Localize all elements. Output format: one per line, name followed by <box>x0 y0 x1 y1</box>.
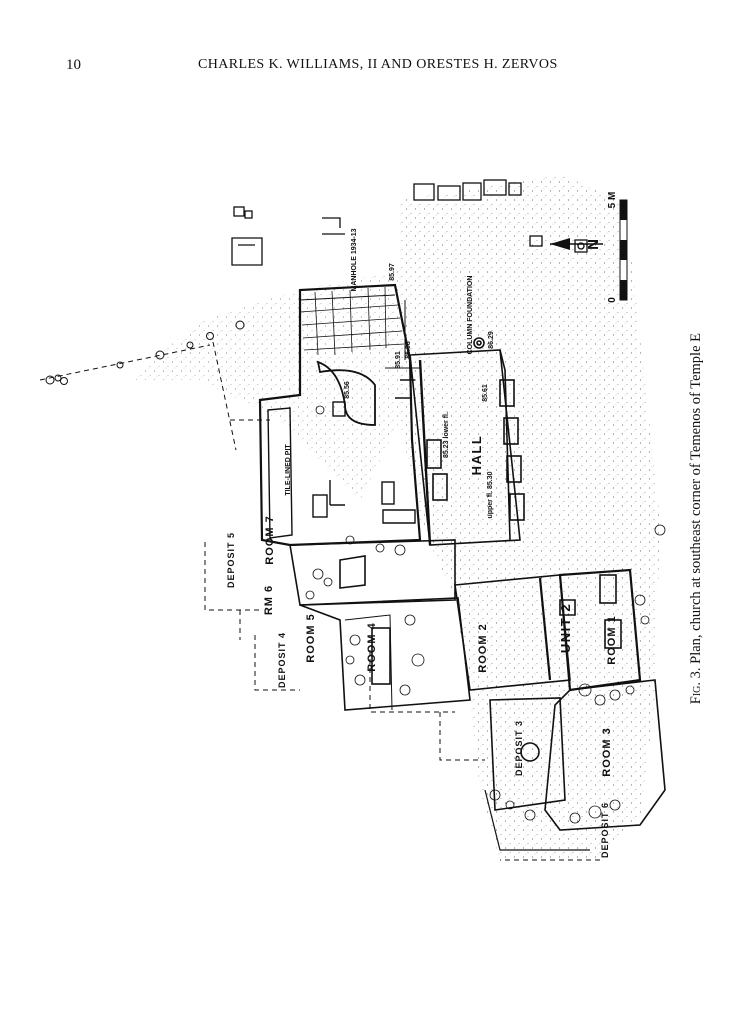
label-room-3: ROOM 3 <box>601 727 613 776</box>
label-elev-85-61: 85.61 <box>482 384 489 402</box>
wall-stones <box>305 405 666 824</box>
label-deposit-6: DEPOSIT 6 <box>600 802 610 858</box>
label-rm-6: RM 6 <box>263 585 275 615</box>
label-elev-86-29: 86.29 <box>488 331 495 349</box>
label-hall: HALL <box>469 435 484 476</box>
label-deposit-3: DEPOSIT 3 <box>514 720 524 776</box>
label-deposit-4: DEPOSIT 4 <box>277 632 287 688</box>
label-room-5: ROOM 5 <box>305 613 317 662</box>
label-room-2: ROOM 2 <box>477 623 489 672</box>
label-manhole: MANHOLE 1934-13 <box>351 228 358 291</box>
stippled-ground <box>130 175 660 860</box>
label-room-4: ROOM 4 <box>366 622 378 671</box>
label-room-7: ROOM 7 <box>264 515 276 564</box>
label-deposit-5: DEPOSIT 5 <box>226 532 236 588</box>
dashed-traces <box>39 341 600 861</box>
plan-labels: HALL ROOM 1 ROOM 2 ROOM 3 ROOM 4 ROOM 5 … <box>226 228 618 858</box>
label-room-1: ROOM 1 <box>606 615 618 664</box>
church-walls <box>258 283 422 547</box>
southern-rooms <box>289 539 666 851</box>
north-wall-fragments <box>231 179 588 266</box>
scale-five-label: 5 M <box>607 192 618 209</box>
running-head: CHARLES K. WILLIAMS, II AND ORESTES H. Z… <box>198 57 558 72</box>
label-elev-85-91: 85.91 <box>395 351 402 369</box>
label-elev-85-56: 85.56 <box>344 381 351 399</box>
north-label: N <box>585 238 602 250</box>
label-elev-86-08: 86.08 <box>405 341 412 359</box>
north-arrow: N <box>550 238 603 250</box>
scale-bar: 0 5 M <box>607 192 628 303</box>
label-unit-2: UNIT 2 <box>558 603 573 653</box>
hall-walls <box>409 337 525 546</box>
label-upper-floor: upper fl. 85.30 <box>487 471 494 518</box>
page-number: 10 <box>66 57 81 73</box>
label-column-foundation: COLUMN FOUNDATION <box>467 276 474 355</box>
caption-text: Plan, church at southeast corner of Teme… <box>688 333 704 668</box>
scattered-stones <box>45 320 245 385</box>
label-elev-85-97: 85.97 <box>389 263 396 281</box>
label-lower-floor: 85.23 lower fl. <box>443 412 450 458</box>
scale-zero-label: 0 <box>607 297 618 303</box>
label-tile-lined-pit: TILE-LINED PIT <box>285 444 292 496</box>
caption-prefix: Fig. 3. <box>688 667 704 705</box>
